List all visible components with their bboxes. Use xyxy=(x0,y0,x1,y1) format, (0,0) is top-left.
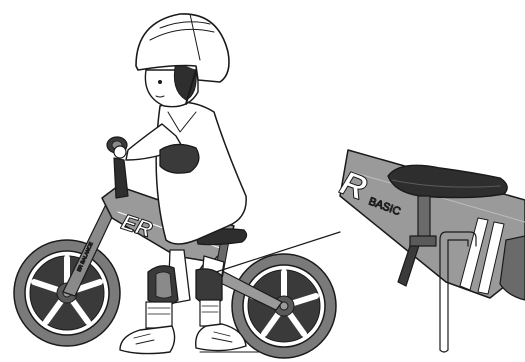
handlebar-stem xyxy=(114,158,128,198)
detail-seat-post xyxy=(418,196,430,240)
rider-hand xyxy=(114,146,126,158)
left-sock xyxy=(146,302,172,328)
right-sock xyxy=(200,300,220,326)
elbow-pad xyxy=(160,144,199,173)
rider-eye xyxy=(158,80,162,84)
left-shoe xyxy=(120,326,175,354)
bike-and-rider: ER BALANCE ER xyxy=(14,14,336,358)
detail-seat xyxy=(388,165,507,197)
seat-clamp xyxy=(410,236,436,246)
rider-shirt xyxy=(156,102,246,244)
rear-wheel xyxy=(232,254,336,358)
right-knee-pad xyxy=(196,269,222,305)
